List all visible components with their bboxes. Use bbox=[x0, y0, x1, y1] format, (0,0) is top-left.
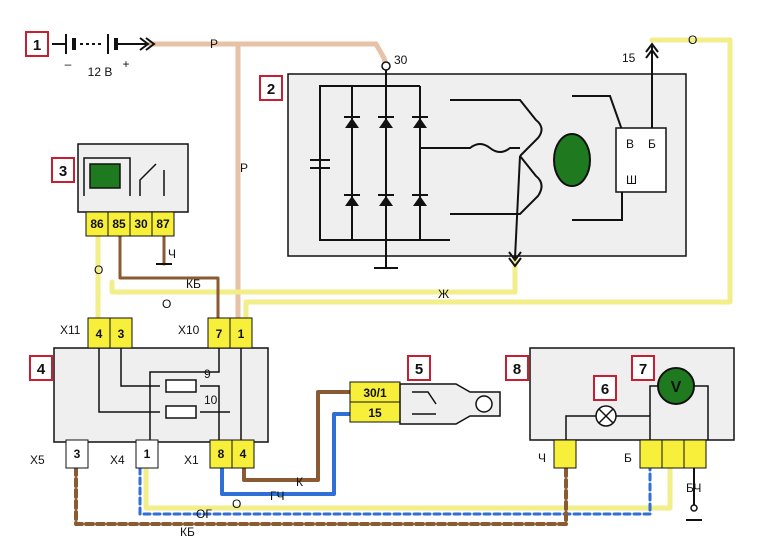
voltmeter-marker-number: 7 bbox=[639, 361, 647, 378]
generator-marker-number: 2 bbox=[267, 81, 275, 98]
battery-minus-label: – bbox=[65, 57, 72, 71]
battery-marker-number: 1 bbox=[33, 37, 41, 54]
generator-terminal-30: 30 bbox=[394, 53, 408, 67]
cluster-pin-ch: Ч bbox=[538, 451, 546, 465]
instrument-cluster: 8 7 V 6 Ч Б БЧ bbox=[505, 347, 735, 521]
fuse-9-label: 9 bbox=[204, 367, 211, 381]
wire-kb-mid bbox=[118, 234, 220, 320]
lamp-marker bbox=[593, 375, 617, 401]
generator-terminal-15: 15 bbox=[622, 51, 636, 65]
diode-group bbox=[344, 116, 428, 206]
wire-zh bbox=[109, 255, 518, 295]
battery-voltage-label: 12 В bbox=[88, 65, 113, 79]
connector-x5-label: X5 bbox=[30, 453, 45, 467]
relay-pin-86: 86 bbox=[90, 217, 104, 231]
x5-pin-3: 3 bbox=[74, 447, 81, 461]
fuse-10-label: 10 bbox=[204, 393, 218, 407]
x11-pin-3: 3 bbox=[118, 327, 125, 341]
connector-x4-label: X4 bbox=[110, 453, 125, 467]
wire-label-kb-mid: КБ bbox=[186, 277, 201, 291]
battery-plus-label: + bbox=[122, 57, 129, 71]
regulator-terminal-sh: Ш bbox=[626, 173, 637, 187]
mount-block-marker-number: 4 bbox=[37, 361, 46, 378]
cluster-pin-bch: БЧ bbox=[686, 481, 701, 495]
x11-pin-4: 4 bbox=[96, 327, 103, 341]
wire-p-top bbox=[147, 41, 389, 69]
cluster-marker-number: 8 bbox=[513, 361, 521, 378]
voltage-regulator bbox=[615, 127, 667, 193]
regulator-terminal-v: В bbox=[626, 137, 634, 151]
wire-gch bbox=[220, 412, 360, 496]
wire-label-kb-bottom: КБ bbox=[180, 525, 195, 539]
wire-label-og: ОГ bbox=[196, 507, 212, 521]
voltmeter-symbol: V bbox=[671, 379, 682, 396]
wire-o-bottom bbox=[143, 465, 673, 511]
fuse-10 bbox=[165, 405, 197, 419]
wire-label-zh: Ж bbox=[438, 287, 449, 301]
connector-x1-label: X1 bbox=[184, 453, 199, 467]
voltmeter-marker bbox=[631, 355, 655, 381]
wire-kb-bottom bbox=[74, 466, 568, 526]
mount-block-marker bbox=[29, 355, 53, 381]
wire-p-down bbox=[235, 41, 379, 321]
cluster-pin-b: Б bbox=[624, 451, 632, 465]
battery-marker bbox=[25, 31, 49, 57]
ignition-pin-30-1: 30/1 bbox=[363, 386, 387, 400]
x4-pin-1: 1 bbox=[144, 447, 151, 461]
mount-block-body bbox=[53, 347, 269, 443]
wire-label-o-mid: О bbox=[162, 297, 171, 311]
ignition-switch: 5 30/1 15 bbox=[349, 355, 501, 425]
x1-pin-8: 8 bbox=[218, 447, 225, 461]
x10-pin-1: 1 bbox=[238, 327, 245, 341]
ignition-marker-number: 5 bbox=[415, 361, 423, 378]
ignition-pin-15: 15 bbox=[368, 406, 382, 420]
generator-marker bbox=[259, 75, 283, 101]
relay-pin-85: 85 bbox=[112, 217, 126, 231]
relay-marker-number: 3 bbox=[59, 163, 67, 180]
wire-label-gch: ГЧ bbox=[270, 489, 285, 503]
wire-label-p-top: Р bbox=[210, 37, 218, 51]
lamp-marker-number: 6 bbox=[601, 381, 609, 398]
relay-coil bbox=[89, 163, 121, 189]
wire-o-right bbox=[243, 37, 733, 321]
ignition-marker bbox=[407, 355, 431, 381]
mount-block: 4 X11 4 3 X10 7 1 9 10 X5 3 X4 1 X1 8 bbox=[29, 317, 269, 469]
connector-x10-label: X10 bbox=[178, 323, 200, 337]
x1-pin-4: 4 bbox=[240, 447, 247, 461]
regulator-terminal-b: Б bbox=[648, 137, 656, 151]
lamp-icon bbox=[595, 405, 617, 427]
wires bbox=[74, 37, 733, 526]
fuse-9 bbox=[165, 379, 197, 393]
generator: 2 30 15 bbox=[259, 42, 687, 269]
cluster-marker bbox=[505, 355, 529, 381]
wire-label-p-mid: Р bbox=[240, 161, 248, 175]
wire-label-o-top: О bbox=[688, 33, 697, 47]
connector-x11-label: X11 bbox=[60, 323, 81, 337]
wire-label-k: К bbox=[296, 475, 303, 489]
x10-pin-7: 7 bbox=[216, 327, 223, 341]
relay-marker bbox=[51, 157, 75, 183]
wire-og bbox=[138, 466, 652, 516]
relay-pin-87: 87 bbox=[156, 217, 170, 231]
battery: 1 – 12 В + bbox=[25, 31, 156, 79]
relay-pin-30: 30 bbox=[134, 217, 148, 231]
relay-pins: 86 85 30 87 bbox=[85, 211, 175, 237]
relay: 3 86 85 30 87 bbox=[51, 143, 189, 265]
wire-label-ch: Ч bbox=[168, 247, 176, 261]
wire-label-o-bottom: О bbox=[232, 497, 241, 511]
wire-k bbox=[242, 390, 360, 482]
rotor-winding bbox=[553, 133, 591, 187]
wire-label-o-x11: О bbox=[94, 263, 103, 277]
